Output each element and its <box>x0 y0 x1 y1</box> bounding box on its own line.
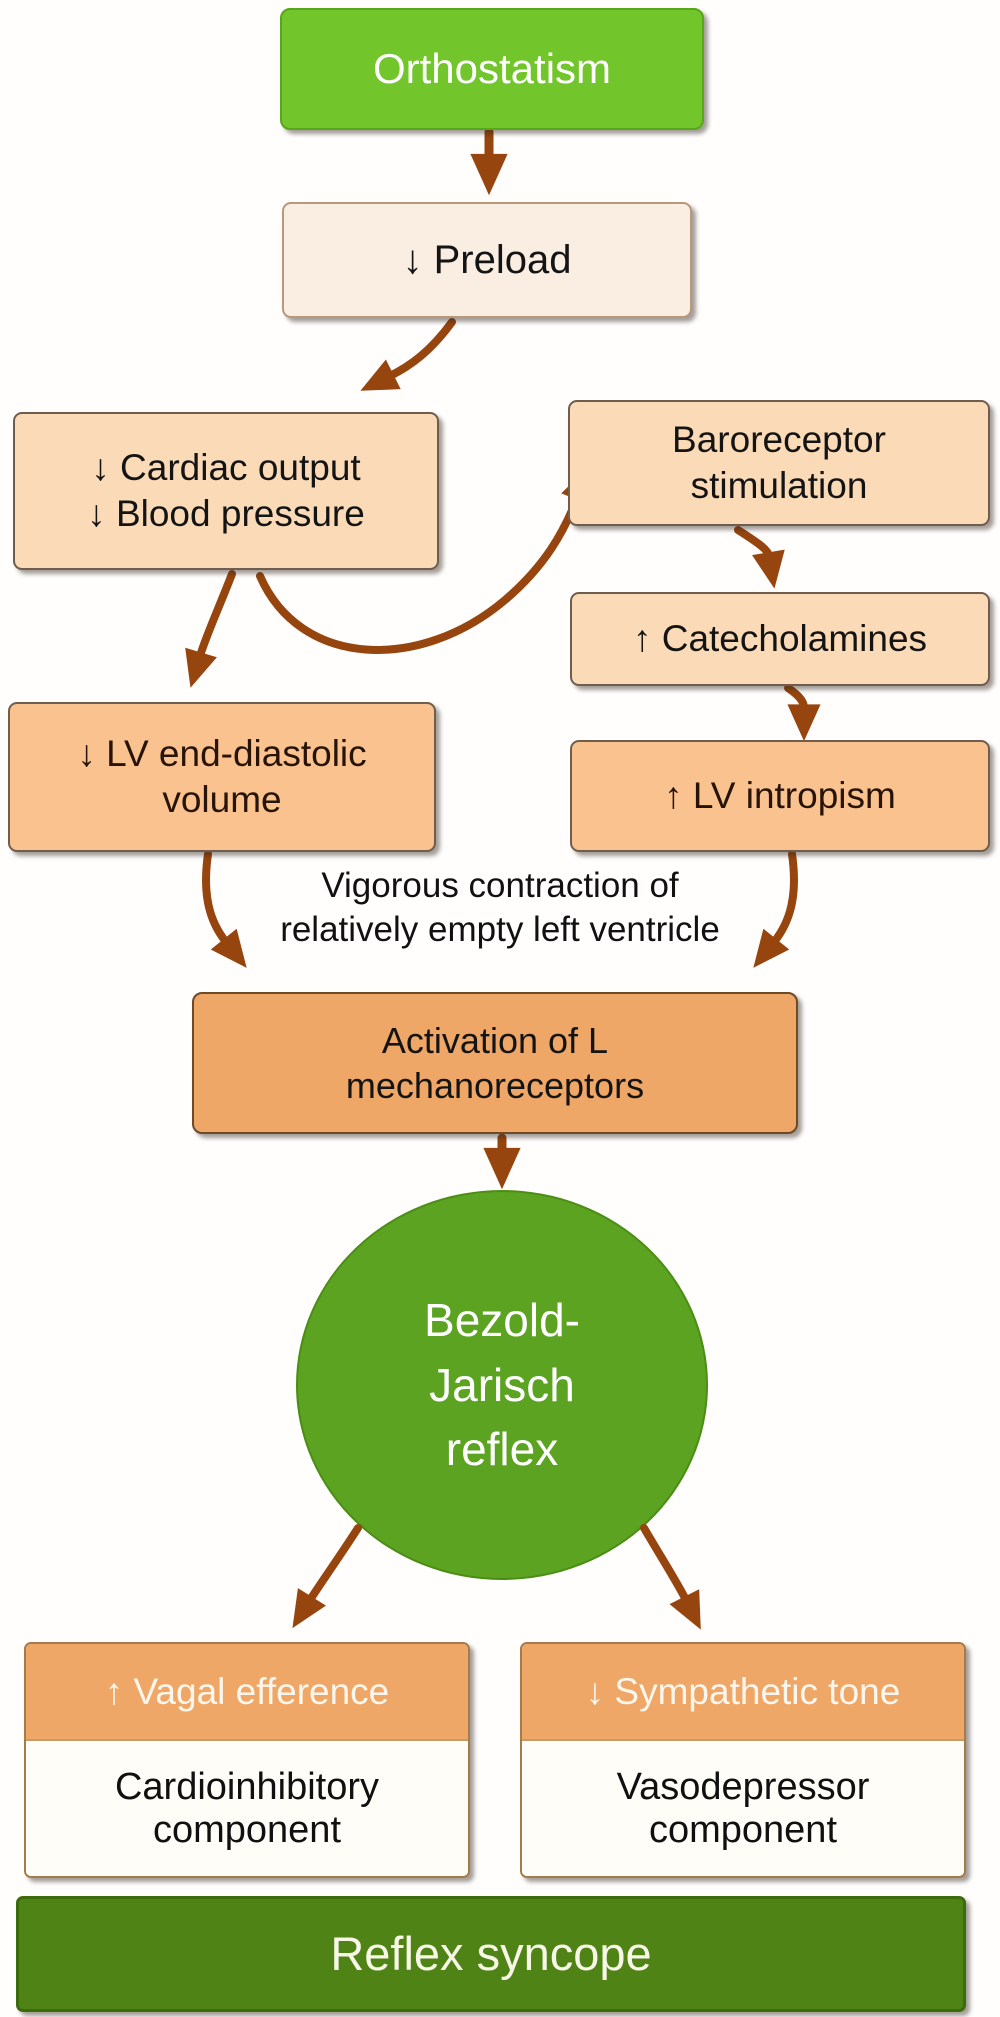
node-mechanoreceptors: Activation of L mechanoreceptors <box>192 992 798 1134</box>
node-lv-intropism-label: ↑ LV intropism <box>664 774 896 816</box>
node-reflex-syncope: Reflex syncope <box>16 1896 966 2012</box>
arrow-reflex-to-sympathetic-icon <box>640 1524 701 1630</box>
node-vagal-efference: ↑ Vagal efference Cardioinhibitory compo… <box>24 1642 470 1878</box>
node-cardiac-output: ↓ Cardiac output ↓ Blood pressure <box>13 412 439 570</box>
node-vasodepressor-body: Vasodepressor component <box>522 1741 964 1876</box>
arrow-intropism-to-mechanoreceptors-icon <box>753 850 798 968</box>
node-vagal-efference-header: ↑ Vagal efference <box>26 1644 468 1741</box>
node-lv-end-diastolic-label: ↓ LV end-diastolic volume <box>77 732 367 820</box>
node-catecholamines: ↑ Catecholamines <box>570 592 990 686</box>
note-vigorous-contraction: Vigorous contraction of relatively empty… <box>200 858 800 958</box>
node-cardioinhibitory-body: Cardioinhibitory component <box>26 1741 468 1876</box>
node-sympathetic-tone-header-label: ↓ Sympathetic tone <box>585 1670 901 1712</box>
arrow-catecholamines-to-intropism-icon <box>784 684 821 742</box>
node-vasodepressor-label: Vasodepressor component <box>616 1765 870 1851</box>
node-orthostatism: Orthostatism <box>280 8 704 130</box>
node-vagal-efference-header-label: ↑ Vagal efference <box>104 1670 390 1712</box>
arrow-cardiac-to-lv-volume-icon <box>185 570 236 688</box>
node-baroreceptor: Baroreceptor stimulation <box>568 400 990 526</box>
node-cardioinhibitory-label: Cardioinhibitory component <box>114 1765 379 1851</box>
node-lv-end-diastolic: ↓ LV end-diastolic volume <box>8 702 436 852</box>
arrow-preload-to-cardiac-icon <box>360 318 456 391</box>
node-preload: ↓ Preload <box>282 202 692 318</box>
arrow-lv-volume-to-mechanoreceptors-icon <box>202 850 247 968</box>
node-orthostatism-label: Orthostatism <box>372 44 612 92</box>
arrow-cardiac-to-baroreceptor-icon <box>256 465 593 654</box>
node-catecholamines-label: ↑ Catecholamines <box>632 617 928 659</box>
arrow-reflex-to-vagal-icon <box>292 1524 362 1629</box>
node-baroreceptor-label: Baroreceptor stimulation <box>672 418 886 506</box>
node-lv-intropism: ↑ LV intropism <box>570 740 990 852</box>
node-sympathetic-tone-header: ↓ Sympathetic tone <box>522 1644 964 1741</box>
node-cardiac-output-label: ↓ Cardiac output ↓ Blood pressure <box>87 446 365 534</box>
node-bezold-jarisch-label: Bezold- Jarisch reflex <box>424 1294 580 1476</box>
node-mechanoreceptors-label: Activation of L mechanoreceptors <box>345 1020 645 1106</box>
node-reflex-syncope-label: Reflex syncope <box>330 1926 652 1980</box>
note-vigorous-contraction-label: Vigorous contraction of relatively empty… <box>280 866 720 949</box>
arrow-baroreceptor-to-catecholamines-icon <box>734 526 785 589</box>
node-sympathetic-tone: ↓ Sympathetic tone Vasodepressor compone… <box>520 1642 966 1878</box>
node-preload-label: ↓ Preload <box>402 238 572 282</box>
node-bezold-jarisch-reflex: Bezold- Jarisch reflex <box>296 1190 708 1580</box>
